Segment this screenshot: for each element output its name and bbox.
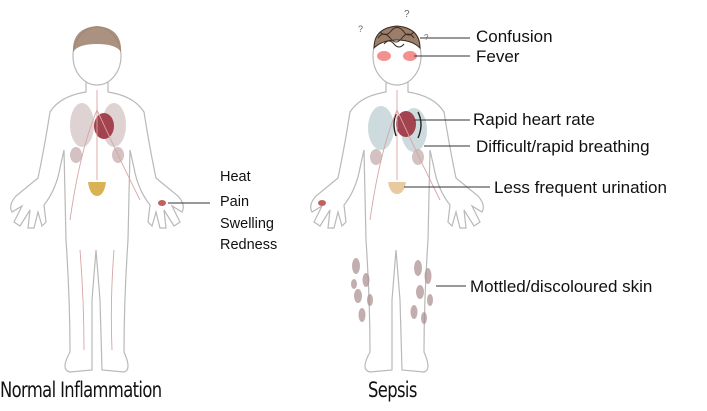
caption-normal-inflammation: Normal Inflammation	[0, 378, 162, 402]
sign-pain: Pain	[220, 192, 249, 213]
sign-redness: Redness	[220, 235, 277, 256]
label-urination: Less frequent urination	[494, 178, 667, 198]
label-confusion: Confusion	[476, 27, 553, 47]
normal-bladder	[88, 182, 106, 196]
sepsis-bladder	[388, 182, 406, 194]
normal-body	[11, 27, 184, 372]
question-mark-1: ?	[358, 24, 363, 34]
sign-heat: Heat	[220, 167, 251, 188]
sign-swelling: Swelling	[220, 214, 274, 235]
caption-sepsis: Sepsis	[368, 378, 417, 402]
label-breathing: Difficult/rapid breathing	[476, 137, 650, 157]
sepsis-kidney-right	[412, 149, 424, 165]
normal-lung-left	[70, 103, 94, 147]
inflamed-spot	[158, 200, 166, 206]
label-skin: Mottled/discoloured skin	[470, 277, 652, 297]
label-heart-rate: Rapid heart rate	[473, 110, 595, 130]
question-mark-2: ?	[404, 9, 410, 20]
sepsis-wrist-spot	[318, 200, 326, 206]
normal-kidney-left	[70, 147, 82, 163]
label-fever: Fever	[476, 47, 519, 67]
sepsis-body	[311, 27, 484, 372]
fever-cheek-left	[377, 51, 391, 61]
